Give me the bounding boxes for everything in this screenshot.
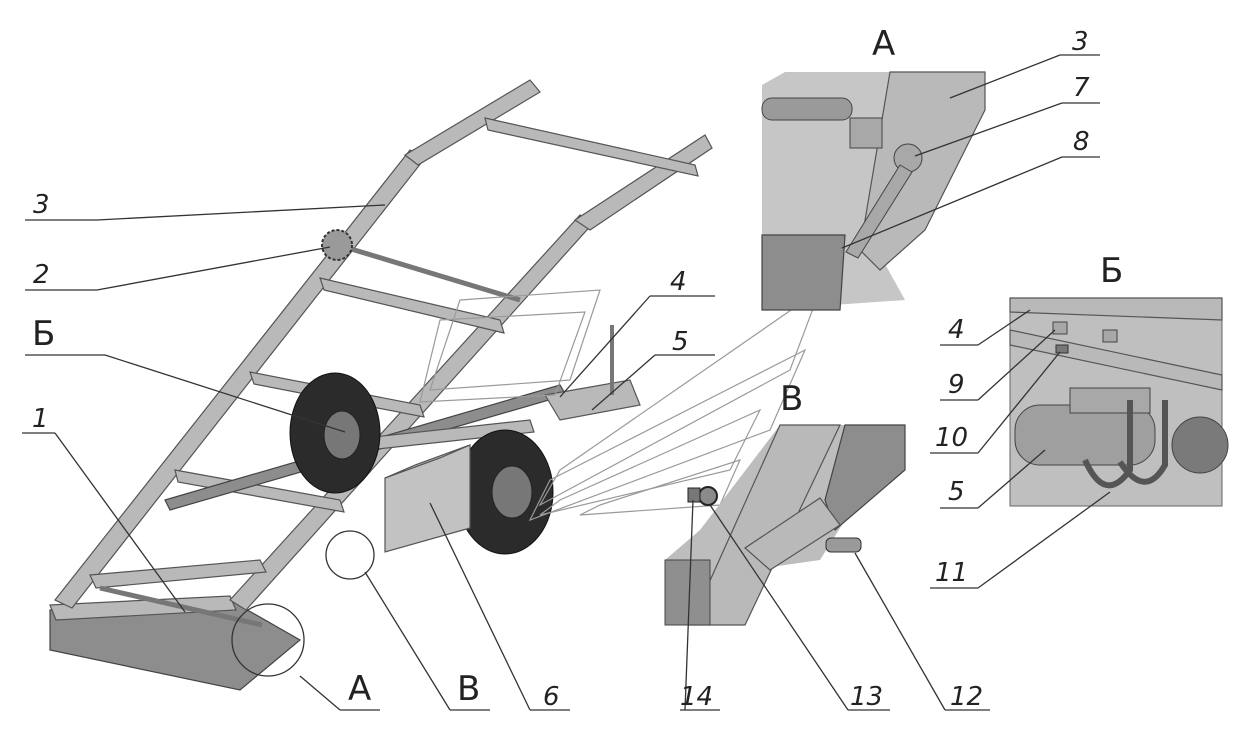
detail-B-bushing-14 [687,487,701,503]
detail-circle-A [231,603,305,677]
leader-loop-1 [429,289,601,391]
base-plate-top [49,595,237,621]
detail-A-spring-8 [845,164,913,259]
detail-Be-nut-9 [1052,321,1068,335]
callout-4: 4 [670,267,687,297]
detail-Be-callout-5: 5 [948,477,965,507]
callout-3: 3 [33,190,50,220]
detail-B: В 12 13 14 [664,379,990,712]
cross-beam-1 [89,559,267,589]
callout-1: 1 [32,404,49,434]
detail-B-callout-14: 14 [680,682,713,712]
callout-view-Be: Б [32,314,55,354]
leader-loop-5 [539,408,762,516]
detail-B-bracket [824,424,906,532]
callout-2: 2 [33,260,50,290]
detail-Be-top-rail [1009,297,1223,321]
leader-loop-4 [528,348,807,522]
wheel-left-hub [323,410,361,460]
detail-Be-clamp [1069,387,1151,414]
callout-6: 6 [543,682,560,712]
detail-B-callout-12: 12 [950,682,983,712]
detail-Be-tube-5 [1014,404,1156,466]
detail-Be-washer-10 [1055,344,1069,354]
control-box-top [384,444,471,479]
detail-Be-callout-10: 10 [935,423,968,453]
detail-Be-callout-11: 11 [935,558,968,588]
detail-Be-callout-9: 9 [948,370,965,400]
detail-Be-u-bolt-11 [1082,400,1133,489]
wheel-right-hub [491,465,533,519]
detail-A-title: А [872,24,895,64]
detail-Be-title: Б [1100,251,1123,291]
main-callouts: 3 2 Б 1 4 5 А В 6 [22,190,715,712]
detail-A-bearing [849,117,883,149]
leader-loop-2 [419,311,586,403]
detail-B-title: В [780,379,803,419]
callout-5: 5 [672,327,689,357]
detail-A-shaft [761,97,853,121]
detail-B-callout-13: 13 [850,682,883,712]
detail-A-callout-3: 3 [1072,27,1089,57]
cross-beam-2 [174,469,345,513]
detail-B-plate [744,497,841,571]
detail-Be-wheel-disc [1171,416,1229,474]
detail-A-callout-7: 7 [1073,73,1090,103]
callout-view-A: А [348,669,371,709]
leader-loop-3 [538,288,822,507]
detail-Be-nut [1102,329,1118,343]
left-rail-upper [403,79,541,166]
detail-Be: Б 4 9 10 5 11 [930,251,1229,589]
detail-A-callout-8: 8 [1073,127,1090,157]
hitch-plate [544,379,641,421]
detail-circle-B [325,530,375,580]
detail-A-plate [761,234,846,311]
detail-B-ring-13 [698,486,718,506]
leader-loop-6 [579,459,742,516]
cross-beam-top [484,117,699,177]
detail-B-arm [689,424,841,626]
detail-B-pin-12 [825,537,862,553]
callout-view-B: В [457,669,480,709]
detail-Be-callout-4: 4 [948,315,965,345]
detail-A: А 3 7 8 [761,24,1100,311]
detail-Be-u-bolt-11b [1117,400,1168,485]
sprocket-icon [321,229,353,261]
detail-B-block [664,559,711,626]
shaft-2 [337,242,521,303]
